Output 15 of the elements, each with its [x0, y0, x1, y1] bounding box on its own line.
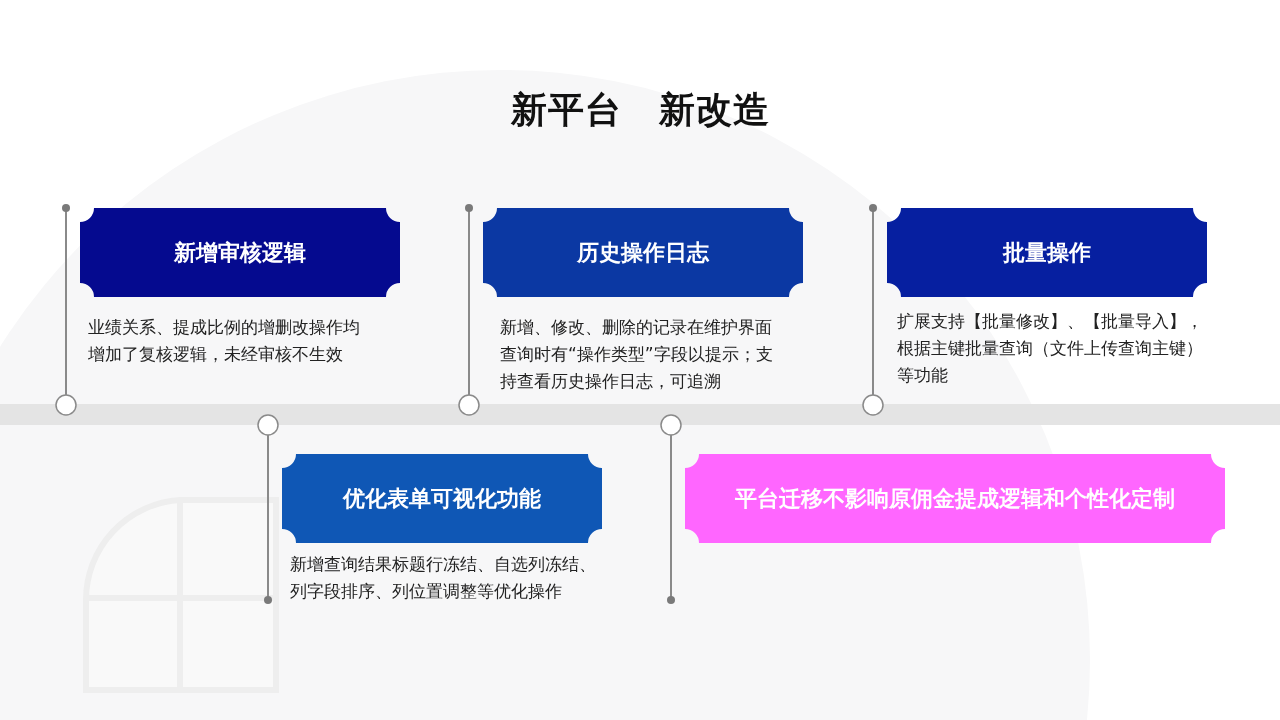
banner-title: 批量操作	[1003, 238, 1091, 267]
notched-banner	[282, 454, 602, 543]
banner-title: 优化表单可视化功能	[343, 484, 541, 513]
banner-title: 历史操作日志	[577, 238, 709, 267]
banner-title: 新增审核逻辑	[174, 238, 306, 267]
notched-banner	[685, 454, 1225, 543]
notched-banner	[80, 208, 400, 297]
description-text: 扩展支持【批量修改】、【批量导入】，根据主键批量查询（文件上传查询主键）等功能	[897, 310, 1204, 388]
page-title: 新平台 新改造	[509, 88, 771, 132]
notched-banner	[483, 208, 803, 297]
banner-title: 平台迁移不影响原佣金提成逻辑和个性化定制	[735, 484, 1175, 513]
notched-banner	[887, 208, 1207, 297]
description-text: 新增、修改、删除的记录在维护界面查询时有“操作类型”字段以提示；支持查看历史操作日志，可追溯	[500, 316, 774, 394]
description-text: 新增查询结果标题行冻结、自选列冻结、列字段排序、列位置调整等优化操作	[290, 553, 597, 604]
description-text: 业绩关系、提成比例的增删改操作均增加了复核逻辑，未经审核不生效	[88, 316, 361, 367]
